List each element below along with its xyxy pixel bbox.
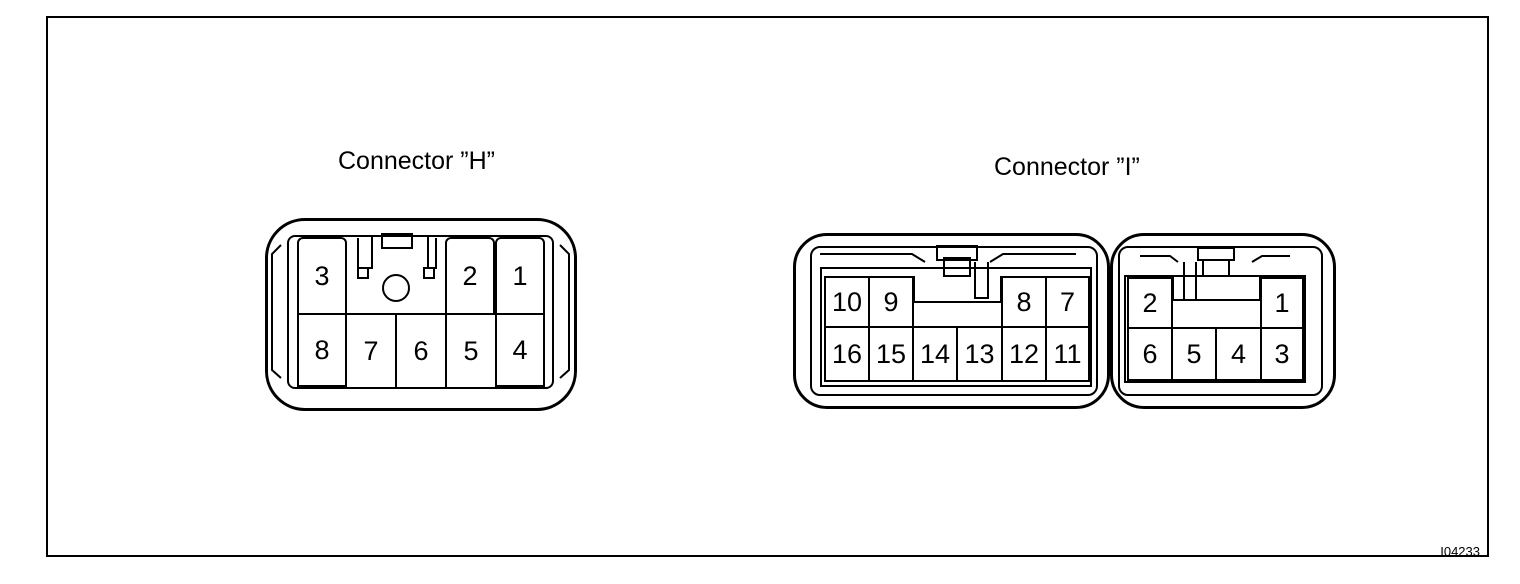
connector-i-pin-13: 13 [956, 326, 1003, 382]
connector-h-pin-4: 4 [495, 313, 545, 387]
connector-i-pin-9: 9 [868, 276, 914, 328]
connector-h-pin-7: 7 [345, 313, 397, 389]
connector-h-pin-2: 2 [445, 237, 495, 315]
connector-i-pin-3: 3 [1260, 327, 1304, 381]
connector-h-title: Connector ”H” [338, 147, 495, 175]
connector-i-pin-2: 2 [1127, 277, 1173, 329]
connector-h-pin-6: 6 [395, 313, 447, 389]
connector-i-pin-12: 12 [1001, 326, 1047, 382]
connector-i-pin-7: 7 [1045, 276, 1090, 328]
diagram-frame [46, 16, 1489, 557]
connector-i-pin-6: 6 [1127, 327, 1173, 381]
connector-i-pin-14: 14 [912, 326, 958, 382]
connector-i-pin-4: 4 [1215, 327, 1262, 381]
connector-i-pin-16: 16 [824, 326, 870, 382]
connector-i-pin-11: 11 [1045, 326, 1090, 382]
connector-i-pin-10: 10 [824, 276, 870, 328]
connector-h-key-area [347, 238, 445, 315]
connector-h-pin-8: 8 [297, 313, 347, 387]
connector-i-pin-8: 8 [1001, 276, 1047, 328]
connector-i-pin-1: 1 [1260, 277, 1304, 329]
connector-i-pin-5: 5 [1171, 327, 1217, 381]
connector-h-pin-3: 3 [297, 237, 347, 315]
connector-h-pin-1: 1 [495, 237, 545, 315]
connector-i-pin-15: 15 [868, 326, 914, 382]
figure-code: I04233 [1440, 544, 1480, 559]
connector-i-title: Connector ”I” [994, 153, 1140, 181]
connector-h-pin-5: 5 [445, 313, 497, 389]
